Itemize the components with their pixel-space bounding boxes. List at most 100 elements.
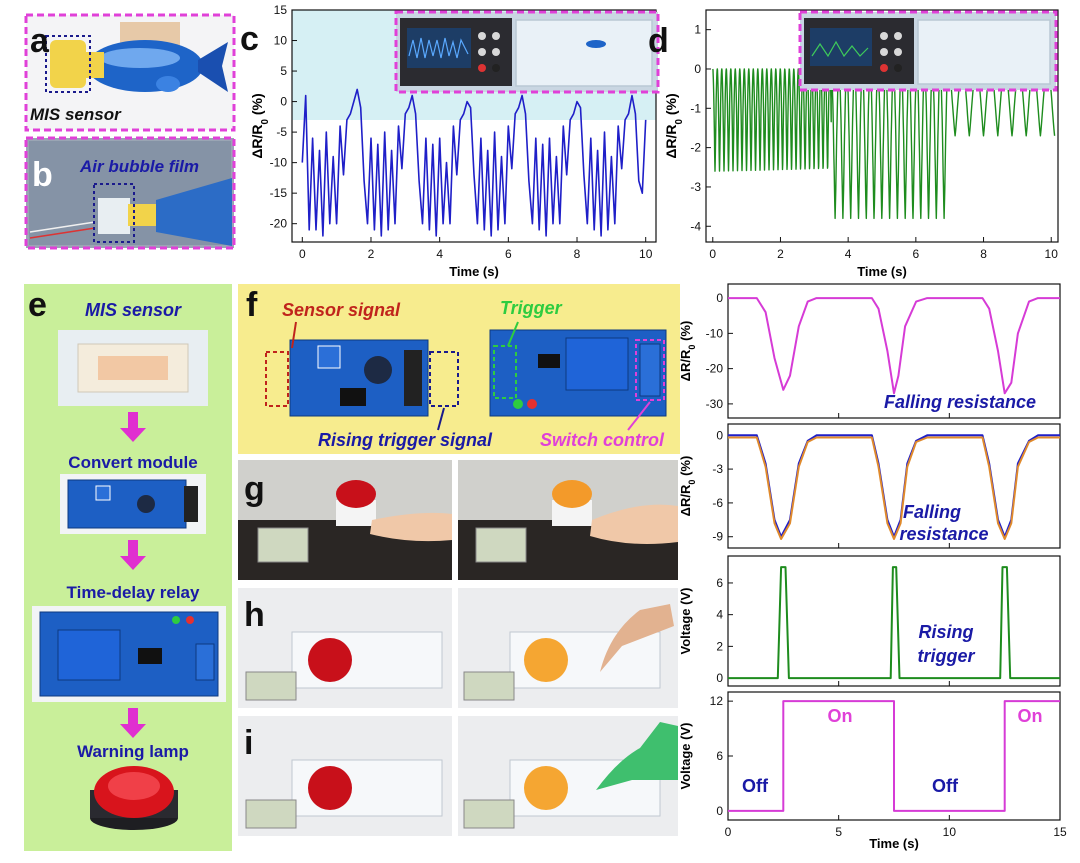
state-label-off: Off xyxy=(742,776,769,796)
arrow-down-icon xyxy=(120,708,146,738)
panel-e-letter: e xyxy=(28,286,47,324)
chart-c-plot xyxy=(301,88,647,237)
y-axis-label: Voltage (V) xyxy=(678,723,693,790)
y-tick-label: 2 xyxy=(716,639,723,653)
water-tank-shape xyxy=(515,19,653,87)
panel-d-letter: d xyxy=(648,22,669,60)
series-line xyxy=(728,566,1060,680)
fish-robot-icon xyxy=(87,40,228,92)
x-tick-label: 4 xyxy=(845,247,852,261)
x-axis-label: Time (s) xyxy=(857,264,907,279)
wire-red xyxy=(29,227,96,239)
annotation-resistance: resistance xyxy=(899,524,988,544)
series-line xyxy=(712,68,1056,220)
panel-e: e MIS sensor Convert module Time-delay r… xyxy=(24,284,232,851)
label-trigger: Trigger xyxy=(500,298,563,318)
chart-c-frame xyxy=(291,9,657,243)
x-tick-label: 6 xyxy=(913,247,920,261)
multimeter-inset-c xyxy=(394,10,660,94)
series-line xyxy=(728,434,1060,538)
panel-h-letter: h xyxy=(244,596,265,634)
y-tick-label: -20 xyxy=(706,362,724,376)
x-tick-label: 4 xyxy=(436,247,443,261)
y-axis-label: ΔR/R0 (%) xyxy=(678,321,697,382)
lamp-off-icon xyxy=(308,766,352,810)
annotation-falling-resistance: Falling resistance xyxy=(884,392,1036,412)
y-tick-label: -6 xyxy=(712,496,723,510)
state-label-off: Off xyxy=(932,776,959,796)
chart-d-frame xyxy=(705,9,1059,243)
y-tick-label: -3 xyxy=(712,462,723,476)
step-mis-sensor: MIS sensor xyxy=(85,300,182,320)
step-warning-lamp: Warning lamp xyxy=(77,742,189,761)
series-line xyxy=(301,88,647,237)
lamp-off-icon xyxy=(336,480,376,508)
x-tick-label: 2 xyxy=(777,247,784,261)
panel-i: i xyxy=(238,716,678,836)
y-tick-label: -20 xyxy=(270,217,288,231)
pointer-line xyxy=(291,321,297,349)
y-axis-label: ΔR/R0 (%) xyxy=(678,456,697,517)
wire-white xyxy=(29,221,96,233)
sensor-pins-box xyxy=(265,351,289,407)
series-line xyxy=(728,436,1060,540)
panel-f-letter: f xyxy=(246,286,258,324)
air-bubble-film-shape xyxy=(98,198,130,234)
label-rising-trigger-signal: Rising trigger signal xyxy=(318,430,493,450)
panel-a: a MIS sensor xyxy=(24,13,236,132)
x-tick-label: 0 xyxy=(725,825,732,839)
x-axis-label: Time (s) xyxy=(869,836,919,851)
sensor-highlight-box xyxy=(45,35,91,93)
state-label-on: On xyxy=(1018,706,1043,726)
x-tick-label: 2 xyxy=(368,247,375,261)
chart-frame xyxy=(727,555,1061,687)
y-tick-label: -5 xyxy=(276,125,287,139)
step-time-delay-relay: Time-delay relay xyxy=(67,583,200,602)
y-tick-label: -10 xyxy=(706,326,724,340)
y-tick-label: -3 xyxy=(690,180,701,194)
panel-b: b Air bubble film xyxy=(24,136,236,250)
panel-i-letter: i xyxy=(244,724,253,762)
chart-frame xyxy=(727,423,1061,549)
lamp-off-icon xyxy=(308,638,352,682)
x-tick-label: 15 xyxy=(1053,825,1067,839)
x-tick-label: 8 xyxy=(574,247,581,261)
x-axis-label: Time (s) xyxy=(449,264,499,279)
x-tick-label: 5 xyxy=(835,825,842,839)
y-tick-label: 6 xyxy=(716,749,723,763)
lamp-on-icon xyxy=(524,638,568,682)
y-tick-label: 0 xyxy=(716,428,723,442)
y-tick-label: -4 xyxy=(690,219,701,233)
y-tick-label: -2 xyxy=(690,141,701,155)
y-tick-label: 0 xyxy=(716,804,723,818)
annotation-trigger: trigger xyxy=(917,646,975,666)
y-tick-label: -30 xyxy=(706,397,724,411)
warning-lamp-icon xyxy=(90,766,178,830)
sensor-module-board xyxy=(289,339,429,417)
y-tick-label: 10 xyxy=(274,34,288,48)
x-tick-label: 10 xyxy=(943,825,957,839)
annotation-rising: Rising xyxy=(918,622,973,642)
arrow-down-icon xyxy=(120,540,146,570)
y-tick-label: -10 xyxy=(270,156,288,170)
panel-g: g xyxy=(238,460,678,580)
x-tick-label: 0 xyxy=(299,247,306,261)
y-axis-label: ΔR/R0 (%) xyxy=(249,93,271,158)
x-tick-label: 8 xyxy=(980,247,987,261)
y-tick-label: 0 xyxy=(716,291,723,305)
x-tick-label: 10 xyxy=(1045,247,1059,261)
film-highlight-box xyxy=(93,183,135,243)
arrow-down-icon xyxy=(120,412,146,442)
chart-d-plot xyxy=(712,68,1056,220)
y-tick-label: 4 xyxy=(716,608,723,622)
y-tick-label: -9 xyxy=(712,530,723,544)
gloved-hand-shape xyxy=(596,722,678,790)
